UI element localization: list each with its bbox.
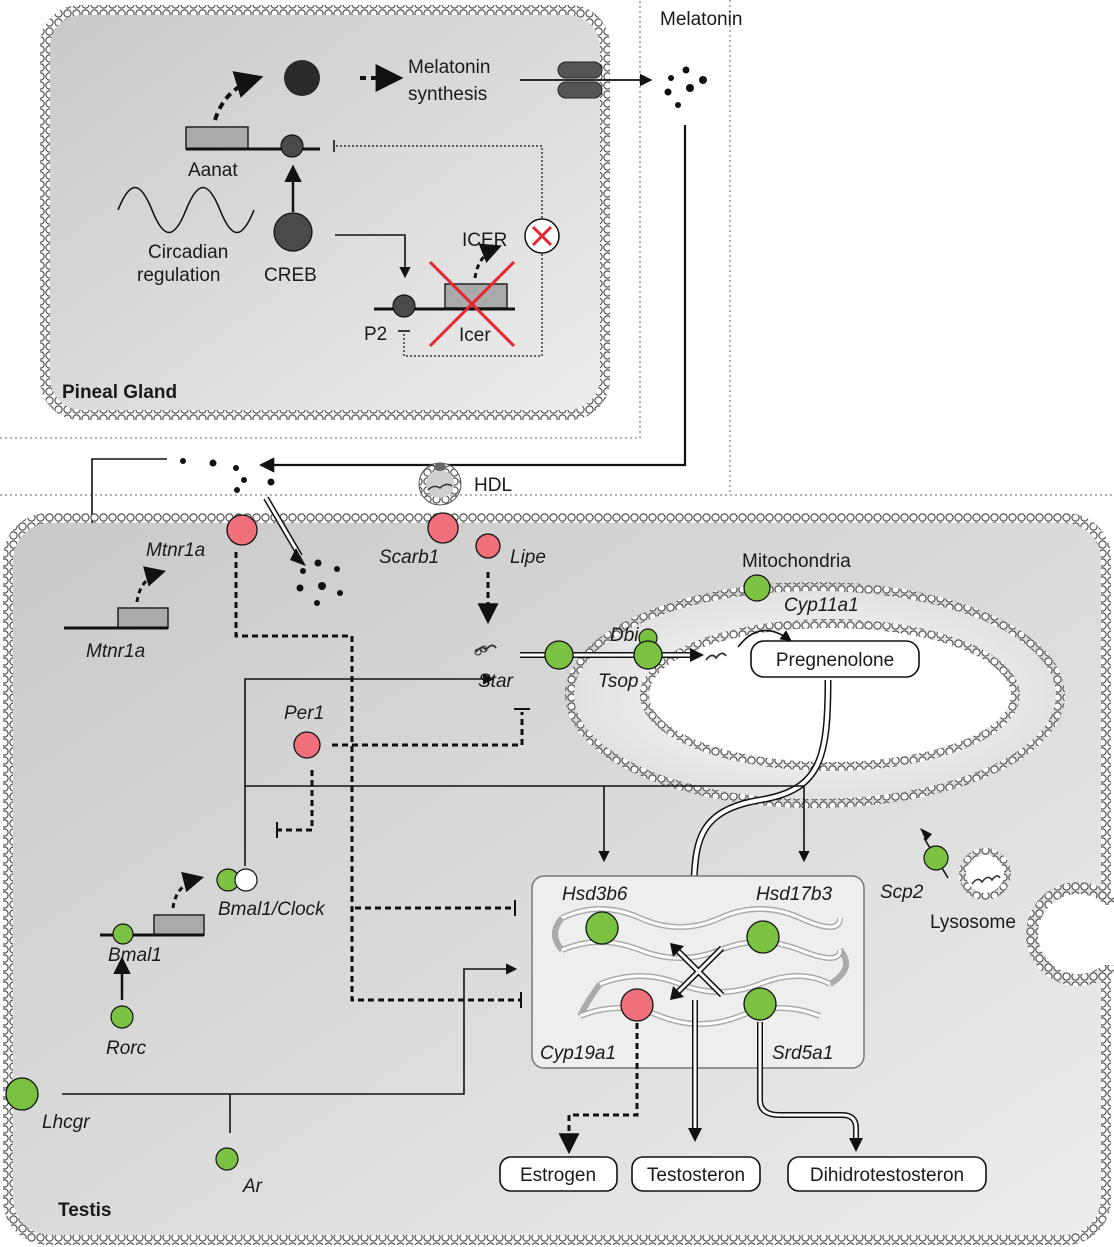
circadian-wave-icon — [117, 186, 255, 234]
icer-gene-knockout-cross-icon — [428, 260, 516, 348]
rorc-label: Rorc — [106, 1038, 147, 1059]
scp2-node — [923, 845, 949, 871]
estrogen-box — [499, 1156, 618, 1192]
tsop-label: Tsop — [598, 671, 639, 692]
icer-protein-cross-icon — [531, 225, 553, 247]
lysosome-label: Lysosome — [930, 912, 1016, 933]
lhcgr-label: Lhcgr — [42, 1112, 90, 1133]
mtnr1a-expression-arrow — [135, 566, 167, 603]
pineal-gland-cell — [40, 5, 610, 420]
hsd3b6-node — [585, 911, 619, 945]
bmal1-expression-arrow — [171, 871, 205, 909]
clock-protein-node — [234, 868, 258, 892]
icer-protein-label: ICER — [462, 230, 507, 251]
scp2-label: Scp2 — [880, 882, 924, 903]
mtnr1a-receptor-node — [226, 514, 258, 546]
lysosome-organelle — [959, 848, 1011, 900]
melatonin-molecules-top — [664, 66, 707, 108]
pregnenolone-box — [750, 640, 920, 678]
pregnenolone-label: Pregnenolone — [776, 650, 894, 671]
bmal1-to-star-arrow — [244, 673, 495, 866]
membrane-invagination — [1026, 882, 1114, 986]
circadian-label-line2: regulation — [137, 265, 220, 286]
lhcgr-receptor-node — [5, 1077, 39, 1111]
testosteron-box — [631, 1156, 761, 1192]
rorc-node — [110, 1005, 134, 1029]
per1-inhibits-star-line — [332, 712, 524, 747]
hsd17b3-node — [746, 920, 780, 954]
pineal-gland-label: Pineal Gland — [62, 382, 177, 403]
mtnr1a-receptor-label: Mtnr1a — [146, 540, 205, 561]
mtnr1a-inhibits-cyp19a1-line — [234, 552, 520, 1002]
bmal1-gene-label: Bmal1 — [108, 945, 162, 966]
lhcgr-to-er-arrow — [62, 963, 518, 1095]
icer-expression-arrow — [473, 243, 502, 279]
icer-gene-label: Icer — [459, 325, 491, 346]
testosteron-label: Testosteron — [647, 1165, 745, 1186]
cholesterol-star-icon — [474, 644, 497, 656]
icer-autoinhibit-line — [403, 254, 543, 357]
hdl-particle-icon — [418, 462, 462, 506]
icer-promoter-p2-node — [392, 294, 416, 318]
star-label: Star — [478, 671, 514, 692]
melatonin-synthesis-line2: synthesis — [408, 84, 487, 105]
circadian-label-line1: Circadian — [148, 242, 228, 263]
melatonin-transporter — [557, 61, 603, 99]
melatonin-circulation-arrow — [258, 125, 687, 473]
aanat-enzyme-node — [284, 60, 320, 96]
melatonin-top-label: Melatonin — [660, 9, 742, 30]
cyp19a1-node — [620, 988, 654, 1022]
dihidrotestosteron-label: Dihidrotestosteron — [810, 1165, 964, 1186]
p2-label: P2 — [364, 324, 387, 345]
steroid-conversion-cross-arrows — [670, 943, 725, 1000]
creb-label: CREB — [264, 265, 317, 286]
cyp11a1-node — [743, 574, 771, 602]
hdl-label: HDL — [474, 475, 512, 496]
aanat-expression-arrow — [213, 71, 264, 121]
mitochondria-label: Mitochondria — [742, 551, 851, 572]
cyp19a1-to-estrogen-arrow — [558, 1023, 639, 1155]
bmal1-clock-label: Bmal1/Clock — [218, 899, 326, 920]
creb-to-icer-arrow — [335, 234, 411, 279]
melatonin-molecules-blood — [180, 458, 275, 493]
scarb1-label: Scarb1 — [379, 547, 439, 568]
per1-node — [293, 731, 321, 759]
ar-label: Ar — [242, 1176, 263, 1197]
lipe-label: Lipe — [510, 547, 546, 568]
cholesterol-mito-icon — [705, 652, 727, 661]
cyp11a1-conversion-arrow — [737, 629, 792, 648]
scarb1-receptor-node — [427, 512, 459, 544]
estrogen-label: Estrogen — [520, 1165, 596, 1186]
tsop-node — [633, 640, 663, 670]
aanat-promoter-node — [280, 134, 304, 158]
testis-label: Testis — [58, 1200, 112, 1221]
mtnr1a-gene-label: Mtnr1a — [86, 641, 145, 662]
aanat-gene — [185, 126, 320, 151]
per1-inhibits-bmal1-line — [278, 770, 314, 832]
hsd17b3-label: Hsd17b3 — [756, 884, 832, 905]
dbi-label: Dbi — [610, 625, 639, 646]
dihidrotestosteron-box — [787, 1156, 987, 1192]
cyp11a1-label: Cyp11a1 — [784, 595, 859, 616]
lipe-node — [475, 533, 501, 559]
srd5a1-label: Srd5a1 — [772, 1043, 833, 1064]
mtnr1a-gene — [64, 607, 169, 630]
per1-label: Per1 — [284, 703, 324, 724]
aanat-label: Aanat — [188, 160, 238, 181]
hsd3b6-label: Hsd3b6 — [562, 884, 628, 905]
ar-node — [215, 1147, 239, 1171]
bmal1-promoter-node — [112, 923, 134, 945]
cyp19a1-label: Cyp19a1 — [540, 1043, 616, 1064]
srd5a1-node — [743, 987, 777, 1021]
blood-vessel-outline — [0, 0, 1114, 496]
creb-node — [273, 212, 313, 252]
icer-inhibits-aanat-line — [335, 145, 543, 218]
melatonin-molecules-intracellular — [296, 559, 343, 606]
melatonin-synthesis-line1: Melatonin — [408, 57, 490, 78]
star-protein-node — [544, 640, 574, 670]
